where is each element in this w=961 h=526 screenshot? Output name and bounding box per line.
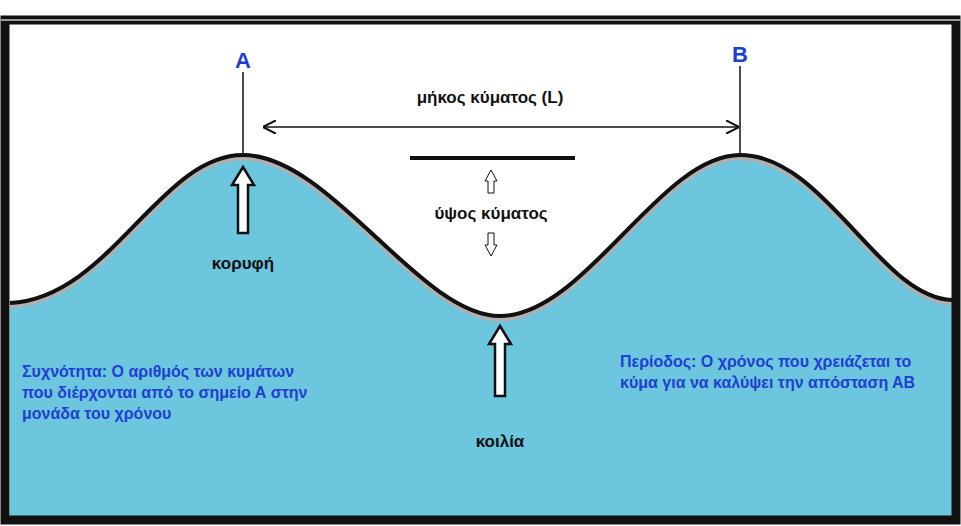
frequency-note: Συχνότητα: Ο αριθμός των κυμάτων που διέ… [22, 362, 322, 424]
wavelength-arrow [264, 126, 738, 128]
wave-line [10, 155, 952, 316]
trough-label: κοιλία [476, 432, 525, 452]
trough-arrow [489, 326, 511, 396]
period-note: Περίοδος: Ο χρόνος που χρειάζεται το κύμ… [620, 352, 920, 394]
wave-shadow [10, 157, 952, 318]
crest-arrow [232, 167, 254, 233]
marker-line [739, 66, 741, 155]
wavelength-label: μήκος κύματος (L) [417, 88, 564, 108]
marker-line [242, 72, 244, 155]
crest-label: κορυφή [212, 254, 274, 274]
height-arrow [485, 233, 497, 256]
height-label: ύψος κύματος [434, 204, 547, 224]
height-arrow [485, 170, 497, 193]
frame [5, 20, 956, 520]
point-label: B [732, 42, 748, 68]
top-line [0, 19, 961, 21]
height-line [410, 156, 575, 160]
point-label: A [235, 48, 251, 74]
